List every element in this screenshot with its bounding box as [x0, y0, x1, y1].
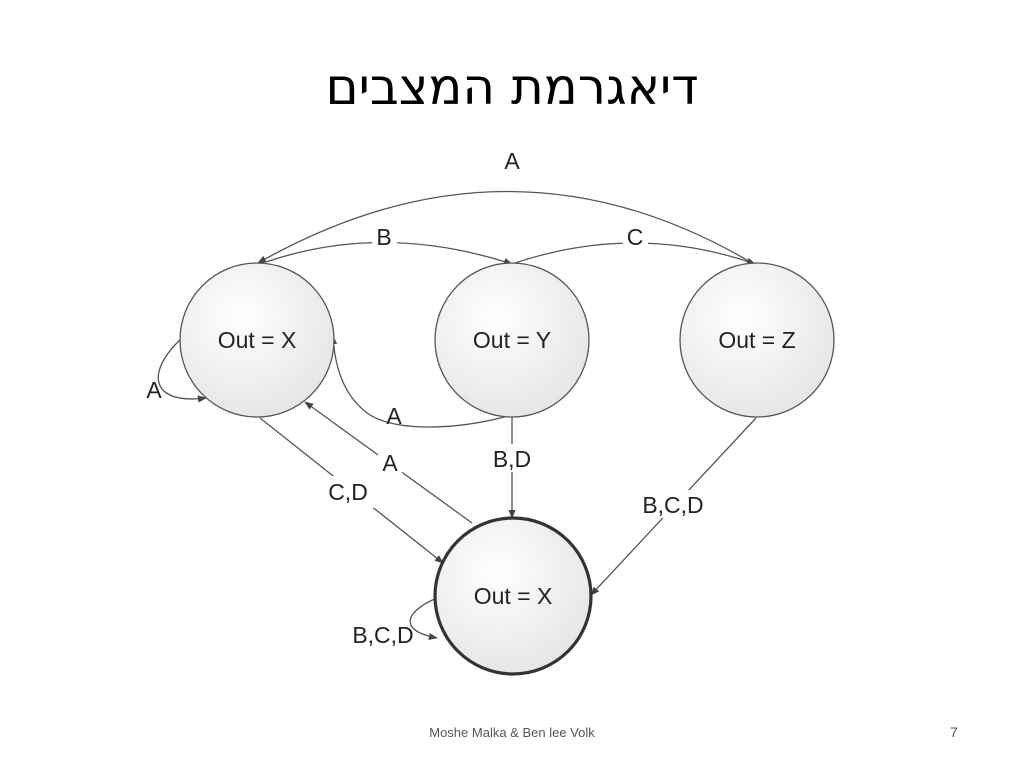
edge-xb-self-bcd [409, 597, 438, 641]
edge-label: B,D [493, 446, 531, 472]
edge-label: A [504, 148, 520, 174]
edge-x-self-a [157, 337, 207, 403]
page-number: 7 [950, 724, 958, 740]
footer-credit: Moshe Malka & Ben lee Volk [429, 725, 595, 740]
edge-label: B,C,D [642, 492, 703, 518]
edge-z-to-x-a [257, 190, 753, 264]
slide-title: דיאגרמת המצבים [325, 58, 699, 116]
state-label: Out = Y [473, 327, 551, 353]
edge-label: B [376, 224, 391, 250]
state-label: Out = X [218, 327, 297, 353]
edge-label: C [627, 224, 644, 250]
state-s3 [679, 262, 835, 418]
edge-label: A [386, 403, 402, 429]
edge-y-to-x-a [329, 335, 513, 428]
state-label: Out = X [474, 583, 553, 609]
state-s2 [434, 262, 590, 418]
state-label: Out = Z [718, 327, 795, 353]
edge-label: C,D [328, 479, 368, 505]
state-s4 [433, 516, 593, 676]
edge-label: A [146, 377, 162, 403]
edge-label: A [382, 450, 398, 476]
state-s1 [179, 262, 335, 418]
edge-label: B,C,D [352, 622, 413, 648]
